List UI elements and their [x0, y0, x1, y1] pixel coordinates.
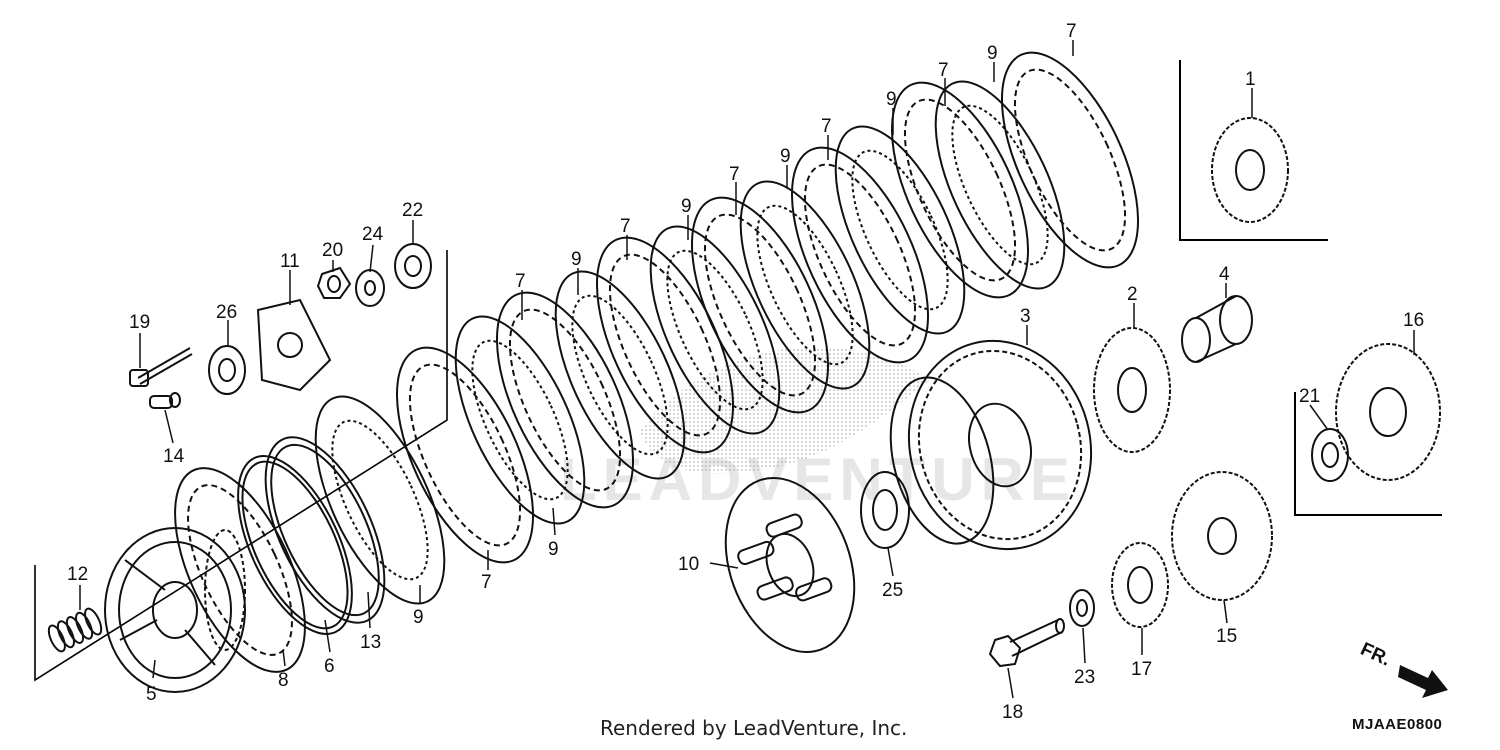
- callout-26: 26: [216, 302, 237, 323]
- callout-7c: 7: [821, 116, 832, 137]
- gear-16: [1335, 343, 1441, 481]
- friction-disc: [595, 236, 735, 454]
- washer-21: [1311, 428, 1349, 482]
- callout-24: 24: [362, 224, 384, 245]
- callout-7f: 7: [515, 271, 526, 292]
- footer-credit: Rendered by LeadVenture, Inc.: [600, 716, 908, 740]
- washer-23: [1069, 589, 1095, 627]
- lifter-plate-11: [256, 298, 332, 392]
- bolt-19: [129, 347, 193, 387]
- clutch-plate: [934, 80, 1066, 290]
- diagram-code: MJAAE0800: [1352, 716, 1443, 733]
- front-direction-label: FR.: [1357, 639, 1394, 671]
- bearing-26: [208, 345, 246, 395]
- seat-ring: [237, 455, 353, 635]
- callout-7g: 7: [481, 572, 492, 593]
- callout-1: 1: [1245, 69, 1256, 90]
- group-bracket-part-16: [1294, 392, 1442, 516]
- washer-24: [355, 269, 385, 307]
- nut-20: [316, 266, 352, 299]
- gear-2: [1093, 327, 1171, 453]
- gear-1: [1211, 117, 1289, 223]
- callout-9c: 9: [780, 146, 791, 167]
- callout-25: 25: [882, 580, 903, 601]
- dowel-pin-14: [149, 392, 181, 409]
- callout-22: 22: [402, 200, 423, 221]
- callout-9f: 9: [548, 539, 559, 560]
- callout-10: 10: [678, 554, 699, 575]
- callout-4: 4: [1219, 264, 1230, 285]
- friction-disc: [790, 146, 930, 364]
- washer-22: [394, 243, 432, 289]
- part-callouts: 1 2 3 4 5 6 7 7 7 7 7 7 7 8 9 9 9 9 9 9 …: [67, 21, 1424, 723]
- callout-12: 12: [67, 564, 88, 585]
- callout-19: 19: [129, 312, 150, 333]
- callout-7d: 7: [729, 164, 740, 185]
- callout-9g: 9: [413, 607, 424, 628]
- callout-20: 20: [322, 240, 343, 261]
- callout-18: 18: [1002, 702, 1023, 723]
- clutch-spring: [47, 607, 103, 653]
- bolt-18: [988, 618, 1065, 668]
- callout-13: 13: [360, 632, 381, 653]
- friction-disc: [890, 81, 1030, 299]
- clutch-center: [104, 527, 246, 693]
- clutch-plate-stack: [314, 51, 1140, 605]
- callout-8: 8: [278, 670, 289, 691]
- judder-spring-ring: [264, 436, 386, 624]
- callout-9e: 9: [571, 249, 582, 270]
- callout-2: 2: [1127, 284, 1138, 305]
- callout-7b: 7: [938, 60, 949, 81]
- front-direction-arrow: [1398, 665, 1448, 698]
- pressure-plate: [724, 476, 856, 654]
- callout-9a: 9: [987, 43, 998, 64]
- callout-9b: 9: [886, 89, 897, 110]
- thrust-washer-25: [860, 471, 910, 549]
- leader-lines: [79, 40, 1415, 699]
- friction-disc: [1000, 51, 1140, 269]
- callout-11: 11: [280, 251, 300, 272]
- clutch-plate: [834, 125, 966, 335]
- friction-disc: [395, 346, 535, 564]
- group-bracket-part-10-cover: [34, 250, 448, 682]
- callout-16: 16: [1403, 310, 1424, 331]
- friction-disc: [495, 291, 635, 509]
- callout-5: 5: [146, 684, 157, 705]
- callout-7a: 7: [1066, 21, 1077, 42]
- watermark: LEADVENTURE: [560, 446, 1076, 513]
- callout-23: 23: [1074, 667, 1095, 688]
- callout-3: 3: [1020, 306, 1031, 327]
- gear-15: [1171, 471, 1273, 601]
- group-bracket-part-1: [1179, 60, 1328, 241]
- callout-15: 15: [1216, 626, 1237, 647]
- callout-21: 21: [1299, 386, 1320, 407]
- callout-9d: 9: [681, 196, 692, 217]
- callout-14: 14: [163, 446, 185, 467]
- callout-7e: 7: [620, 216, 631, 237]
- gear-17: [1111, 542, 1169, 628]
- callout-17: 17: [1131, 659, 1152, 680]
- callout-6: 6: [324, 656, 335, 677]
- bushing-4: [1181, 295, 1253, 363]
